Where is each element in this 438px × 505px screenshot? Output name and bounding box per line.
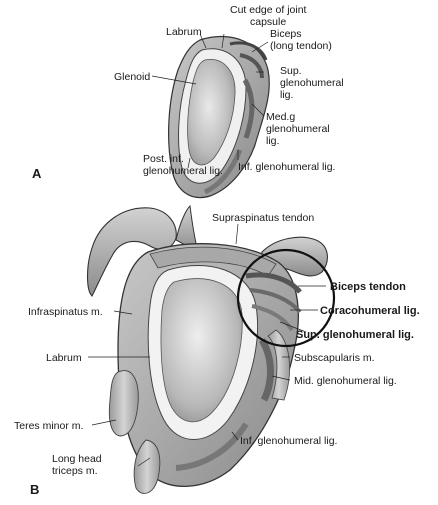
label-labrum-b: Labrum bbox=[46, 352, 82, 364]
label-inf-a: Inf. glenohumeral lig. bbox=[238, 161, 335, 173]
label-supraspinatus: Supraspinatus tendon bbox=[212, 212, 314, 224]
label-mid-gh: Mid. glenohumeral lig. bbox=[294, 375, 397, 387]
med-gh-lig-a bbox=[242, 78, 255, 139]
label-sup-gh: Sup. glenohumeral lig. bbox=[296, 329, 414, 341]
glenoid-a bbox=[187, 59, 236, 166]
panel-a-illustration bbox=[151, 33, 270, 199]
label-cut-edge-1: Cut edge of joint bbox=[230, 4, 307, 16]
inf-gh-band bbox=[175, 422, 249, 471]
label-teres-minor: Teres minor m. bbox=[14, 420, 83, 432]
coracohumeral-band bbox=[249, 288, 302, 314]
label-biceps-a-2: (long tendon) bbox=[270, 40, 332, 52]
panel-letter-a: A bbox=[32, 166, 42, 181]
label-inf-gh-b: Inf. glenohumeral lig. bbox=[240, 435, 337, 447]
label-glenoid: Glenoid bbox=[114, 71, 150, 83]
teres-minor-muscle bbox=[108, 370, 139, 437]
acromion bbox=[86, 207, 177, 297]
supraspinatus-band bbox=[149, 246, 277, 277]
label-post-inf-1: Post. inf. bbox=[143, 153, 184, 165]
biceps-tendon-band bbox=[245, 272, 302, 294]
label-sup-a-1: Sup. bbox=[280, 65, 302, 77]
biceps-a bbox=[229, 41, 268, 61]
glenoid-fossa-b bbox=[160, 278, 243, 423]
panel-b-labels: Supraspinatus tendon Infraspinatus m. Bi… bbox=[14, 212, 420, 497]
label-med-a-3: lig. bbox=[266, 135, 279, 147]
label-cut-edge-2: capsule bbox=[250, 16, 286, 28]
label-med-a-1: Med.g bbox=[266, 111, 295, 123]
label-biceps-a-1: Biceps bbox=[270, 28, 302, 40]
label-coracohumeral: Coracohumeral lig. bbox=[320, 305, 420, 317]
label-long-head-1: Long head bbox=[52, 453, 102, 465]
triceps-long-head-muscle bbox=[133, 439, 161, 494]
panel-a-labels: Cut edge of joint capsule Labrum Biceps … bbox=[32, 4, 344, 181]
label-med-a-2: glenohumeral bbox=[266, 123, 330, 135]
label-labrum-a: Labrum bbox=[166, 26, 202, 38]
sup-gh-band bbox=[251, 304, 294, 332]
label-infraspinatus: Infraspinatus m. bbox=[28, 306, 103, 318]
label-sup-a-2: glenohumeral bbox=[280, 77, 344, 89]
label-sup-a-3: lig. bbox=[280, 89, 293, 101]
label-long-head-2: triceps m. bbox=[52, 465, 98, 477]
label-biceps-tendon: Biceps tendon bbox=[330, 281, 406, 293]
sup-gh-lig-a bbox=[239, 53, 264, 79]
label-post-inf-2: glenohumeral lig. bbox=[143, 165, 223, 177]
highlight-circle bbox=[236, 248, 336, 348]
panel-b-illustration bbox=[86, 204, 336, 494]
label-subscapularis: Subscapularis m. bbox=[294, 352, 375, 364]
mid-gh-band bbox=[258, 338, 274, 402]
panel-letter-b: B bbox=[30, 482, 39, 497]
